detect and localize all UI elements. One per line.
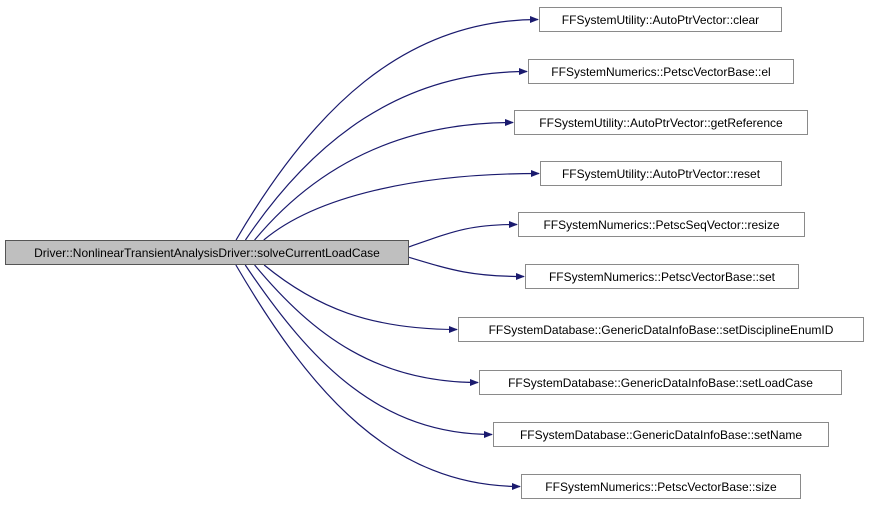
call-edge <box>235 264 521 491</box>
callee-node-get-reference[interactable]: FFSystemUtility::AutoPtrVector::getRefer… <box>514 110 808 135</box>
callee-node-resize[interactable]: FFSystemNumerics::PetscSeqVector::resize <box>518 212 805 237</box>
callee-label: FFSystemUtility::AutoPtrVector::clear <box>561 12 760 27</box>
callee-node-reset[interactable]: FFSystemUtility::AutoPtrVector::reset <box>540 161 782 186</box>
callee-label: FFSystemUtility::AutoPtrVector::reset <box>561 166 761 181</box>
callee-label: FFSystemNumerics::PetscSeqVector::resize <box>543 217 780 232</box>
call-edge <box>263 169 540 241</box>
callee-node-size[interactable]: FFSystemNumerics::PetscVectorBase::size <box>521 474 801 499</box>
call-edge <box>254 118 514 241</box>
root-function-node: Driver::NonlinearTransientAnalysisDriver… <box>5 240 409 265</box>
call-edge <box>254 264 479 387</box>
call-edge <box>263 264 458 334</box>
callee-label: FFSystemNumerics::PetscVectorBase::set <box>548 269 776 284</box>
call-edge <box>408 220 518 248</box>
callee-node-clear[interactable]: FFSystemUtility::AutoPtrVector::clear <box>539 7 782 32</box>
callee-label: FFSystemNumerics::PetscVectorBase::size <box>545 479 777 494</box>
callee-node-set[interactable]: FFSystemNumerics::PetscVectorBase::set <box>525 264 799 289</box>
callee-label: FFSystemDatabase::GenericDataInfoBase::s… <box>488 322 834 337</box>
callee-node-set-discipline-enum-id[interactable]: FFSystemDatabase::GenericDataInfoBase::s… <box>458 317 864 342</box>
call-edge <box>244 67 528 241</box>
callee-label: FFSystemNumerics::PetscVectorBase::el <box>551 64 771 79</box>
call-edge <box>408 256 525 281</box>
callee-label: FFSystemDatabase::GenericDataInfoBase::s… <box>508 375 813 390</box>
root-function-label: Driver::NonlinearTransientAnalysisDriver… <box>34 245 380 260</box>
callee-node-set-load-case[interactable]: FFSystemDatabase::GenericDataInfoBase::s… <box>479 370 842 395</box>
edges <box>235 15 540 491</box>
callee-label: FFSystemUtility::AutoPtrVector::getRefer… <box>539 115 783 130</box>
callee-label: FFSystemDatabase::GenericDataInfoBase::s… <box>519 427 803 442</box>
callee-node-el[interactable]: FFSystemNumerics::PetscVectorBase::el <box>528 59 794 84</box>
callee-node-set-name[interactable]: FFSystemDatabase::GenericDataInfoBase::s… <box>493 422 829 447</box>
call-edge <box>244 264 493 439</box>
call-edge <box>235 15 539 241</box>
